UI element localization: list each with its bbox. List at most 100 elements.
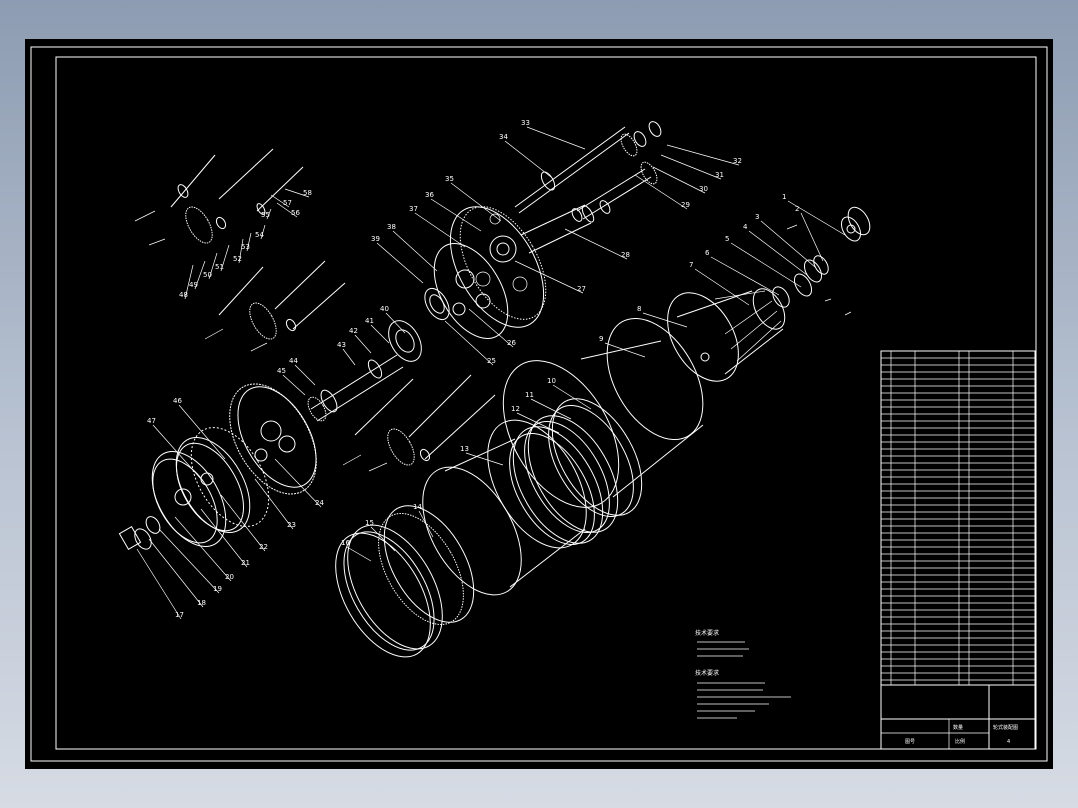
part-number-label: 50 <box>203 271 212 279</box>
leader-line <box>642 312 688 328</box>
leader-line <box>604 342 646 358</box>
carrier-plate-part-38 <box>433 243 509 339</box>
part-number-label: 49 <box>189 281 198 289</box>
leader-line <box>430 198 482 232</box>
leader-line <box>178 404 226 460</box>
part-number-label: 6 <box>705 249 710 257</box>
leader-line <box>354 334 372 354</box>
inner-frame <box>55 56 1037 750</box>
leader-line <box>552 384 592 410</box>
part-number-label: 32 <box>733 157 742 165</box>
part-number-label: 1 <box>782 193 786 201</box>
part-number-label: 30 <box>699 185 708 193</box>
parts-list-rows <box>881 357 1035 681</box>
bearings-part-25-26 <box>388 287 450 362</box>
drawing-title: 轮式装配图 <box>993 724 1018 731</box>
leader-line <box>760 220 816 268</box>
part-number-label: 9 <box>599 335 603 343</box>
part-number-label: 57 <box>283 199 292 207</box>
part-number-label: 10 <box>547 377 556 385</box>
leader-line <box>694 268 750 306</box>
part-number-label: 3 <box>755 213 759 221</box>
part-number-label: 24 <box>315 499 324 507</box>
part-number-label: 16 <box>341 539 350 547</box>
planet-shafts-middle-left <box>204 260 346 352</box>
part-number-label: 41 <box>365 317 374 325</box>
leader-line <box>158 528 220 594</box>
leader-line <box>136 548 182 620</box>
leader-line <box>254 478 294 530</box>
leader-line <box>450 182 502 222</box>
leader-line <box>418 510 434 538</box>
part-number-label: 25 <box>487 357 496 365</box>
planet-shafts-upper-left <box>134 148 304 246</box>
leader-line <box>468 308 514 348</box>
part-number-label: 13 <box>460 445 469 453</box>
leader-line <box>152 424 202 480</box>
planet-carrier-part-27 <box>449 206 547 328</box>
part-number-label: 23 <box>287 521 296 529</box>
part-number-label: 7 <box>689 261 693 269</box>
planet-shafts-lower <box>342 374 496 472</box>
parts-list-table: 轮式装配图 数量 比例 图号 4 <box>880 350 1036 750</box>
leader-line <box>274 458 322 508</box>
cone-housing-part-8 <box>667 288 786 382</box>
drum-part-9 <box>502 317 704 508</box>
part-number-label: 21 <box>241 559 250 567</box>
part-number-label: 26 <box>507 339 516 347</box>
part-number-label: 55 <box>261 211 270 219</box>
part-number-label: 36 <box>425 191 434 199</box>
leader-line <box>530 398 572 420</box>
leader-line <box>516 412 560 434</box>
part-number-label: 58 <box>303 189 312 197</box>
drum-part-13 <box>422 419 587 596</box>
leader-line <box>370 526 396 552</box>
leader-line <box>376 242 424 284</box>
leader-line <box>414 212 466 248</box>
leader-line <box>710 256 780 296</box>
corner-code: 4 <box>1007 739 1010 745</box>
leader-line <box>385 312 406 334</box>
part-number-label: 47 <box>147 417 156 425</box>
notes-heading-1: 技术要求 <box>695 629 719 637</box>
leader-line <box>370 324 390 344</box>
leader-line <box>294 364 316 386</box>
part-number-label: 42 <box>349 327 358 335</box>
leader-line <box>220 244 230 272</box>
part-number-label: 18 <box>197 599 206 607</box>
part-number-label: 52 <box>233 255 242 263</box>
gear-parts-21-23 <box>175 427 270 533</box>
leader-line <box>174 516 232 582</box>
leader-line <box>270 194 290 208</box>
large-gear-part-24 <box>229 383 317 495</box>
leader-line <box>652 166 706 194</box>
leader-line <box>346 546 372 562</box>
part-number-label: 8 <box>637 305 641 313</box>
part-number-label: 17 <box>175 611 184 619</box>
leader-line <box>200 508 248 568</box>
leader-line <box>526 126 586 150</box>
part-number-label: 45 <box>277 367 286 375</box>
part-number-label: 29 <box>681 201 690 209</box>
leader-line <box>238 238 244 264</box>
leader-line <box>194 260 206 290</box>
technical-notes: 技术要求 技术要求 <box>695 629 791 719</box>
leader-line <box>634 174 688 210</box>
part-number-label: 20 <box>225 573 234 581</box>
part-number-label: 51 <box>215 263 224 271</box>
part-number-label: 46 <box>173 397 182 405</box>
leader-line <box>266 208 272 220</box>
leader-line <box>392 230 438 272</box>
leader-line <box>730 242 802 288</box>
leader-line <box>660 154 722 180</box>
part-number-label: 14 <box>413 503 422 511</box>
part-number-labels: 1234567891011121314151617181920212223242… <box>136 119 846 620</box>
shaft-part-42-43 <box>307 354 404 422</box>
part-number-label: 38 <box>387 223 396 231</box>
rings-part-10-12 <box>509 398 643 545</box>
leader-line <box>504 140 552 178</box>
outer-frame <box>30 46 1048 762</box>
part-number-label: 35 <box>445 175 454 183</box>
rings-part-15-16 <box>335 524 443 658</box>
